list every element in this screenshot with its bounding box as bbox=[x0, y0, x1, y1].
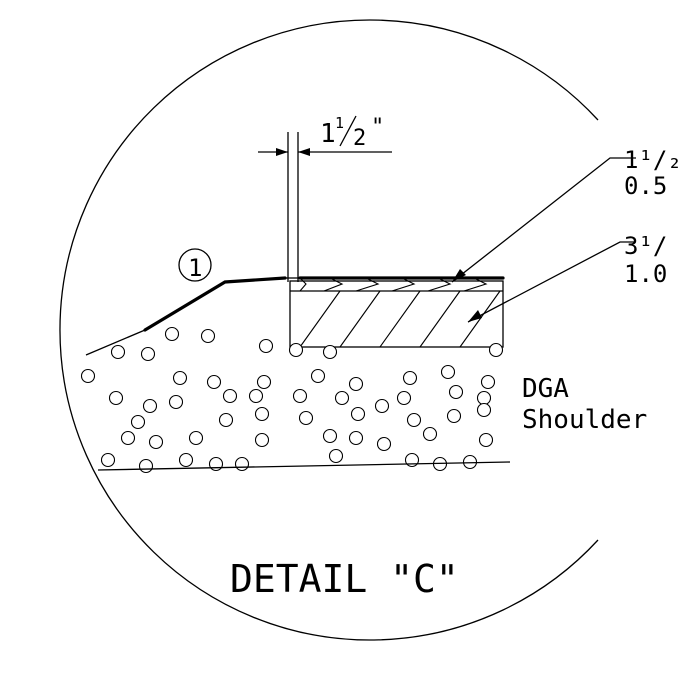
aggregate-stone bbox=[254, 406, 270, 422]
aggregate-bottom-line bbox=[97, 461, 511, 471]
aggregate-stone bbox=[402, 370, 418, 386]
aggregate-stone bbox=[396, 390, 412, 406]
dimension-numerator: 1 bbox=[335, 114, 344, 132]
aggregate-fill bbox=[80, 326, 504, 474]
aggregate-stone bbox=[406, 412, 422, 428]
shoulder-slope bbox=[85, 276, 300, 356]
aggregate-stone bbox=[80, 368, 96, 384]
aggregate-stone bbox=[334, 390, 350, 406]
aggregate-stone bbox=[448, 384, 464, 400]
shoulder-label-line2: Shoulder bbox=[522, 405, 647, 435]
aggregate-stone bbox=[254, 432, 270, 448]
aggregate-stone bbox=[322, 344, 338, 360]
aggregate-stone bbox=[376, 436, 392, 452]
aggregate-stone bbox=[172, 370, 188, 386]
aggregate-stone bbox=[222, 388, 238, 404]
aggregate-stone bbox=[462, 454, 478, 470]
aggregate-stone bbox=[310, 368, 326, 384]
aggregate-stone bbox=[168, 394, 184, 410]
aggregate-stone bbox=[188, 430, 204, 446]
aggregate-stone bbox=[120, 430, 136, 446]
pavement-layers bbox=[289, 276, 505, 348]
aggregate-stone bbox=[476, 402, 492, 418]
aggregate-stone bbox=[140, 346, 156, 362]
dimension-label: 1 1 2 " bbox=[320, 114, 384, 151]
aggregate-stone bbox=[480, 374, 496, 390]
aggregate-stone bbox=[142, 398, 158, 414]
aggregate-stone bbox=[350, 406, 366, 422]
aggregate-stone bbox=[348, 376, 364, 392]
aggregate-stone bbox=[440, 364, 456, 380]
aggregate-stone bbox=[256, 374, 272, 390]
aggregate-stone bbox=[164, 326, 180, 342]
dimension-arrows bbox=[258, 148, 392, 156]
aggregate-stone bbox=[374, 398, 390, 414]
dimension-inch-mark: " bbox=[371, 115, 384, 140]
aggregate-stone bbox=[478, 432, 494, 448]
aggregate-stone bbox=[292, 388, 308, 404]
aggregate-stone bbox=[422, 426, 438, 442]
aggregate-stone bbox=[288, 342, 304, 358]
aggregate-stone bbox=[148, 434, 164, 450]
aggregate-stone bbox=[200, 328, 216, 344]
leader-lines bbox=[451, 157, 636, 323]
aggregate-stone bbox=[476, 390, 492, 406]
aggregate-stone bbox=[234, 456, 250, 472]
detail-title: DETAIL "C" bbox=[230, 557, 459, 601]
aggregate-stone bbox=[322, 428, 338, 444]
aggregate-stone bbox=[328, 448, 344, 464]
aggregate-stone bbox=[446, 408, 462, 424]
detail-boundary-arc bbox=[59, 19, 599, 641]
aggregate-stone bbox=[258, 338, 274, 354]
leader-upper-line2: 0.5 bbox=[624, 172, 667, 200]
aggregate-stone bbox=[488, 342, 504, 358]
aggregate-stone bbox=[178, 452, 194, 468]
aggregate-stone bbox=[218, 412, 234, 428]
shoulder-label-line1: DGA bbox=[522, 374, 569, 404]
leader-lower-line1: 3¹/ bbox=[624, 232, 667, 260]
dimension-extension-lines bbox=[287, 132, 299, 282]
aggregate-stone bbox=[206, 374, 222, 390]
aggregate-stone bbox=[110, 344, 126, 360]
aggregate-stone bbox=[298, 410, 314, 426]
dimension-whole: 1 bbox=[320, 119, 336, 149]
leader-texts: 1¹/₂ 0.5 3¹/ 1.0 bbox=[624, 146, 682, 288]
aggregate-stone bbox=[208, 456, 224, 472]
callout-1: 1 bbox=[178, 248, 212, 282]
aggregate-stone bbox=[248, 388, 264, 404]
aggregate-stone bbox=[100, 452, 116, 468]
leader-lower-line2: 1.0 bbox=[624, 260, 667, 288]
aggregate-stone bbox=[108, 390, 124, 406]
dimension-denominator: 2 bbox=[353, 126, 366, 151]
aggregate-stone bbox=[138, 458, 154, 474]
aggregate-stone bbox=[348, 430, 364, 446]
shoulder-label: DGA Shoulder bbox=[522, 374, 647, 435]
aggregate-stone bbox=[130, 414, 146, 430]
leader-upper-line1: 1¹/₂ bbox=[624, 146, 682, 174]
callout-number: 1 bbox=[188, 254, 202, 282]
